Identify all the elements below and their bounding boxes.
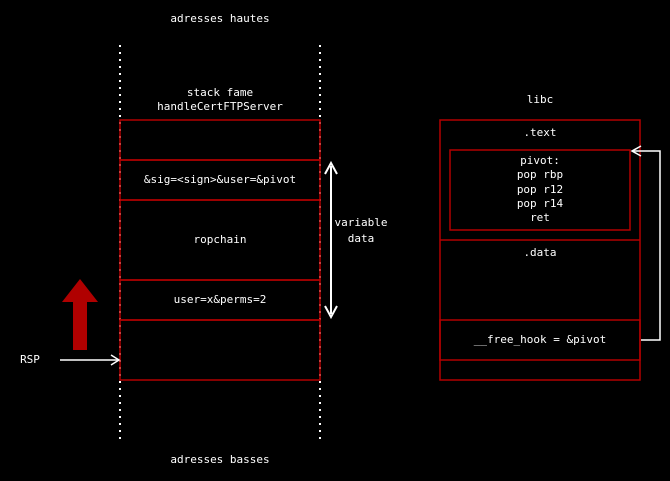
variable-data-label-line1: variable bbox=[334, 216, 388, 229]
bottom-addresses-label: adresses basses bbox=[170, 453, 270, 466]
rsp-label: RSP bbox=[20, 353, 40, 366]
free-hook-to-pivot-arrow bbox=[630, 145, 661, 341]
stack-frame-title-line2: handleCertFTPServer bbox=[157, 100, 283, 113]
variable-data-arrow bbox=[324, 160, 338, 320]
pivot-line-pop-r14: pop r14 bbox=[516, 197, 564, 210]
stack-row-ropchain: ropchain bbox=[193, 233, 247, 246]
libc-text-section-label: .text bbox=[523, 126, 557, 139]
pivot-gadget-box bbox=[449, 149, 631, 231]
stack-frame-top-box bbox=[119, 119, 321, 161]
free-hook-box bbox=[439, 319, 641, 361]
stack-frame-title-line1: stack fame bbox=[186, 86, 254, 99]
pivot-line-pop-rbp: pop rbp bbox=[516, 168, 564, 181]
libc-data-section-label: .data bbox=[523, 246, 557, 259]
free-hook-label: __free_hook = &pivot bbox=[473, 333, 607, 346]
stack-growth-red-up-arrow bbox=[62, 279, 98, 350]
pivot-line-pop-r12: pop r12 bbox=[516, 183, 564, 196]
stack-row-user: user=x&perms=2 bbox=[173, 293, 267, 306]
stack-row-bottom-box bbox=[119, 319, 321, 381]
rsp-pointer-arrow bbox=[60, 354, 121, 366]
pivot-line-ret: ret bbox=[530, 211, 550, 224]
pivot-line-label: pivot: bbox=[520, 154, 560, 167]
libc-title: libc bbox=[526, 93, 554, 106]
libc-outer-box bbox=[439, 119, 641, 381]
top-addresses-label: adresses hautes bbox=[170, 12, 270, 25]
stack-row-sig: &sig=<sign>&user=&pivot bbox=[143, 173, 297, 186]
variable-data-label-line2: data bbox=[347, 232, 375, 245]
